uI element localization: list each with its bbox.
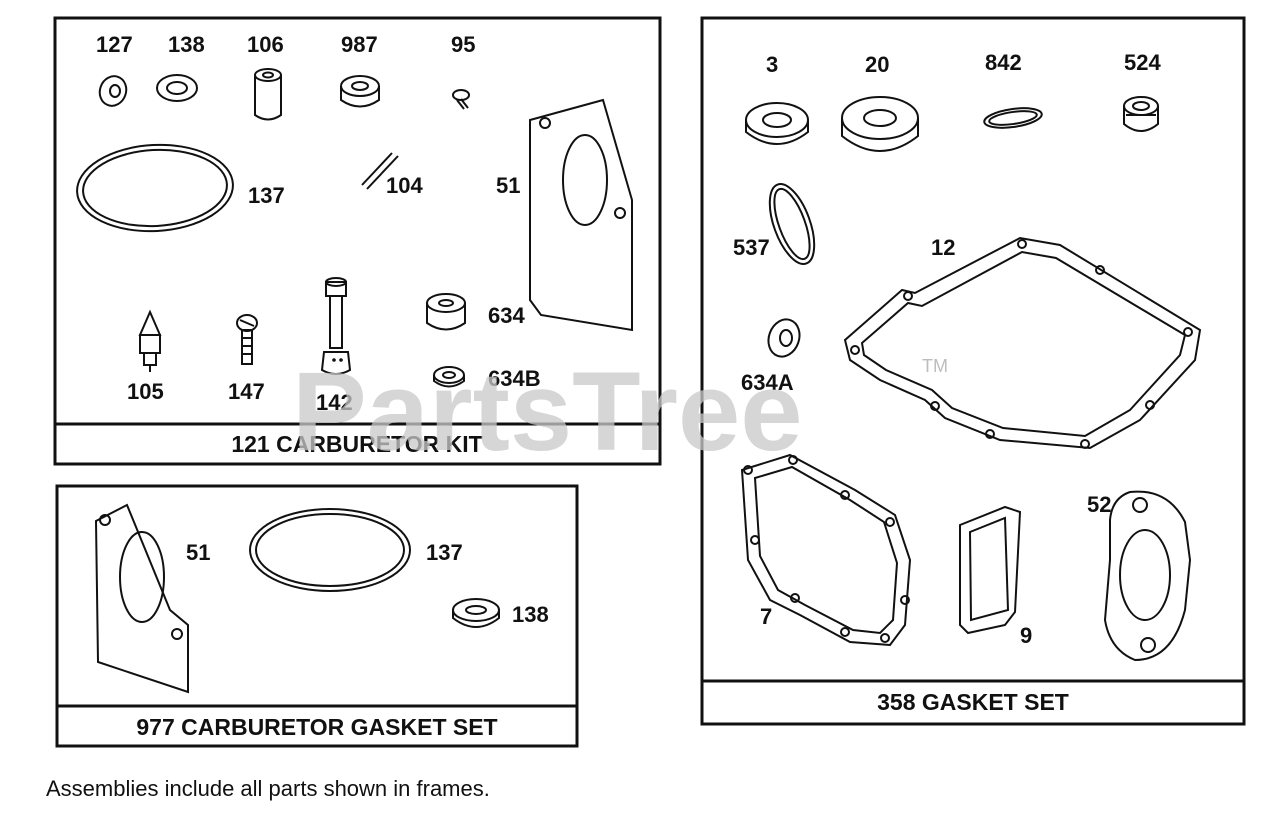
carburetor-kit-title: 121 CARBURETOR KIT	[231, 431, 482, 457]
label-537: 537	[733, 235, 770, 260]
part-12-crankcase-gasket[interactable]	[843, 236, 1202, 450]
part-524-plug[interactable]	[1123, 96, 1159, 132]
label-634a: 634A	[741, 370, 794, 395]
part-634-bushing[interactable]	[426, 293, 466, 331]
label-95: 95	[451, 32, 475, 57]
part-127-washer[interactable]	[96, 72, 131, 109]
label-137: 137	[248, 183, 285, 208]
part-137-o-ring[interactable]	[75, 141, 235, 235]
label-127: 127	[96, 32, 133, 57]
part-20-oil-seal[interactable]	[841, 96, 919, 152]
label-106: 106	[247, 32, 284, 57]
part-51-carburetor-gasket[interactable]	[529, 98, 633, 332]
part-95-screw[interactable]	[452, 89, 470, 110]
label-524: 524	[1124, 50, 1161, 75]
label-634b: 634B	[488, 366, 541, 391]
part-104-pin[interactable]	[361, 152, 399, 190]
part-105-needle-valve[interactable]	[138, 309, 162, 372]
label-gs-137: 137	[426, 540, 463, 565]
part-138-gasket-set-washer[interactable]	[452, 598, 500, 628]
trademark-mark: TM	[922, 356, 948, 376]
label-138: 138	[168, 32, 205, 57]
gasket-set-title: 358 GASKET SET	[877, 689, 1069, 715]
part-3-oil-seal[interactable]	[745, 102, 809, 145]
label-20: 20	[865, 52, 889, 77]
part-842-o-ring[interactable]	[983, 105, 1043, 131]
part-147-idle-screw[interactable]	[236, 314, 258, 365]
label-987: 987	[341, 32, 378, 57]
part-51-gasket-set-gasket[interactable]	[94, 503, 189, 694]
label-12: 12	[931, 235, 955, 260]
carburetor-kit-frame: 121 CARBURETOR KIT	[53, 16, 662, 466]
label-105: 105	[127, 379, 164, 404]
footnote: Assemblies include all parts shown in fr…	[46, 776, 490, 801]
label-7: 7	[760, 604, 772, 629]
label-gs-138: 138	[512, 602, 549, 627]
part-106-bushing[interactable]	[254, 68, 282, 121]
label-842: 842	[985, 50, 1022, 75]
label-142: 142	[316, 390, 353, 415]
label-51: 51	[496, 173, 520, 198]
part-138-washer[interactable]	[156, 74, 198, 102]
part-9-rectangular-gasket[interactable]	[959, 505, 1022, 635]
part-537-o-ring[interactable]	[761, 178, 824, 269]
gasket-set-frame: 358 GASKET SET	[700, 16, 1246, 726]
part-7-gasket[interactable]	[740, 453, 912, 647]
label-147: 147	[228, 379, 265, 404]
part-634a-seal[interactable]	[763, 315, 804, 361]
label-104: 104	[386, 173, 423, 198]
label-52: 52	[1087, 492, 1111, 517]
carburetor-gasket-set-frame: 977 CARBURETOR GASKET SET	[55, 484, 579, 748]
part-52-gasket[interactable]	[1103, 490, 1192, 662]
part-634b-washer[interactable]	[433, 366, 465, 388]
part-137-gasket-set-o-ring[interactable]	[249, 508, 411, 592]
part-987-seal[interactable]	[340, 75, 380, 108]
label-634: 634	[488, 303, 525, 328]
carburetor-gasket-set-title: 977 CARBURETOR GASKET SET	[136, 714, 497, 740]
partstree-watermark: PartsTree	[292, 349, 803, 474]
label-gs-51: 51	[186, 540, 210, 565]
label-3: 3	[766, 52, 778, 77]
part-142-emulsion-tube[interactable]	[320, 277, 352, 375]
label-9: 9	[1020, 623, 1032, 648]
